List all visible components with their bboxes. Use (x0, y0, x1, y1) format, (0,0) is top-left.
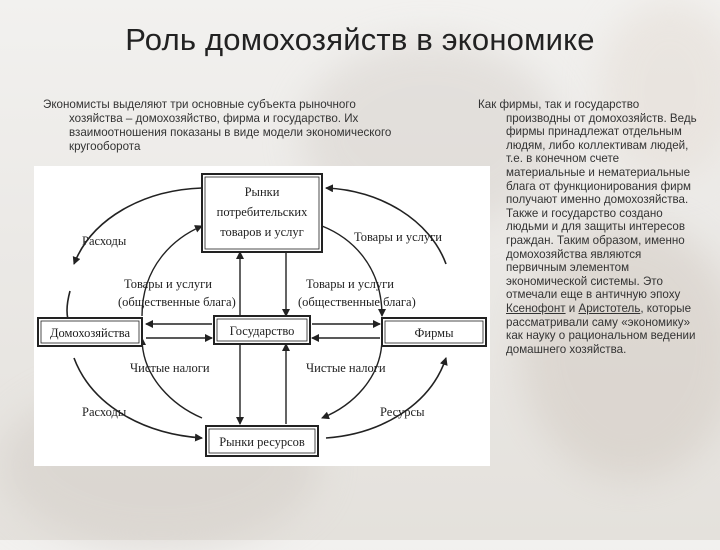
explanation-body: производны от домохозяйств. Ведь фирмы п… (478, 112, 698, 357)
inner-arc-top-right (321, 225, 386, 317)
explanation-part-2: , которые рассматривали саму «экономику»… (506, 301, 696, 356)
box-consumer-market: Рынки потребительских товаров и услуг (201, 173, 323, 253)
government-label: Государство (230, 324, 295, 338)
consumer-market-line-2: потребительских (217, 205, 308, 219)
label-bottom-left-spending: Расходы (82, 405, 127, 419)
circular-flow-svg: Рынки потребительских товаров и услуг До… (37, 173, 487, 457)
explanation-line-1: Как фирмы, так и государство (478, 98, 640, 111)
label-top-left-spending: Расходы (82, 234, 127, 248)
circular-flow-diagram: Рынки потребительских товаров и услуг До… (34, 166, 490, 466)
inner-arc-bottom-left (138, 337, 203, 419)
link-aristotle[interactable]: Аристотель (578, 301, 641, 315)
label-top-right-goods: Товары и услуги (354, 230, 442, 244)
arc-top-right (325, 184, 447, 265)
label-gov-right-goods-1: Товары и услуги (306, 277, 394, 291)
box-households: Домохозяйства (37, 317, 143, 347)
intro-rest: хозяйства – домохозяйство, фирма и госуд… (69, 112, 392, 153)
box-resource-market: Рынки ресурсов (205, 425, 319, 457)
firms-label: Фирмы (415, 326, 455, 340)
box-government: Государство (213, 315, 311, 345)
consumer-market-line-3: товаров и услуг (220, 225, 304, 239)
explanation-and: и (565, 301, 579, 315)
inner-arc-bottom-right (321, 337, 383, 420)
arc-top-left (72, 187, 203, 265)
intro-paragraph: Экономисты выделяют три основные субъект… (43, 98, 443, 154)
label-gov-right-goods-2: (общественные блага) (298, 295, 416, 309)
explanation-part-1: производны от домохозяйств. Ведь фирмы п… (506, 111, 697, 302)
explanation-paragraph: Как фирмы, так и государство производны … (478, 98, 698, 356)
arc-bottom-left (73, 357, 203, 442)
intro-line-1: Экономисты выделяют три основные субъект… (43, 98, 356, 111)
link-xenophon[interactable]: Ксенофонт (506, 301, 566, 315)
arc-bottom-right (325, 357, 448, 439)
resource-market-label: Рынки ресурсов (219, 435, 305, 449)
box-firms: Фирмы (381, 317, 487, 347)
label-gov-left-goods-1: Товары и услуги (124, 277, 212, 291)
households-label: Домохозяйства (50, 326, 131, 340)
label-taxes-left: Чистые налоги (130, 361, 210, 375)
label-gov-left-goods-2: (общественные блага) (118, 295, 236, 309)
consumer-market-line-1: Рынки (245, 185, 280, 199)
label-taxes-right: Чистые налоги (306, 361, 386, 375)
inner-arc-top-left (141, 225, 203, 317)
label-bottom-right-resources: Ресурсы (380, 405, 425, 419)
slide-title: Роль домохозяйств в экономике (125, 22, 595, 57)
